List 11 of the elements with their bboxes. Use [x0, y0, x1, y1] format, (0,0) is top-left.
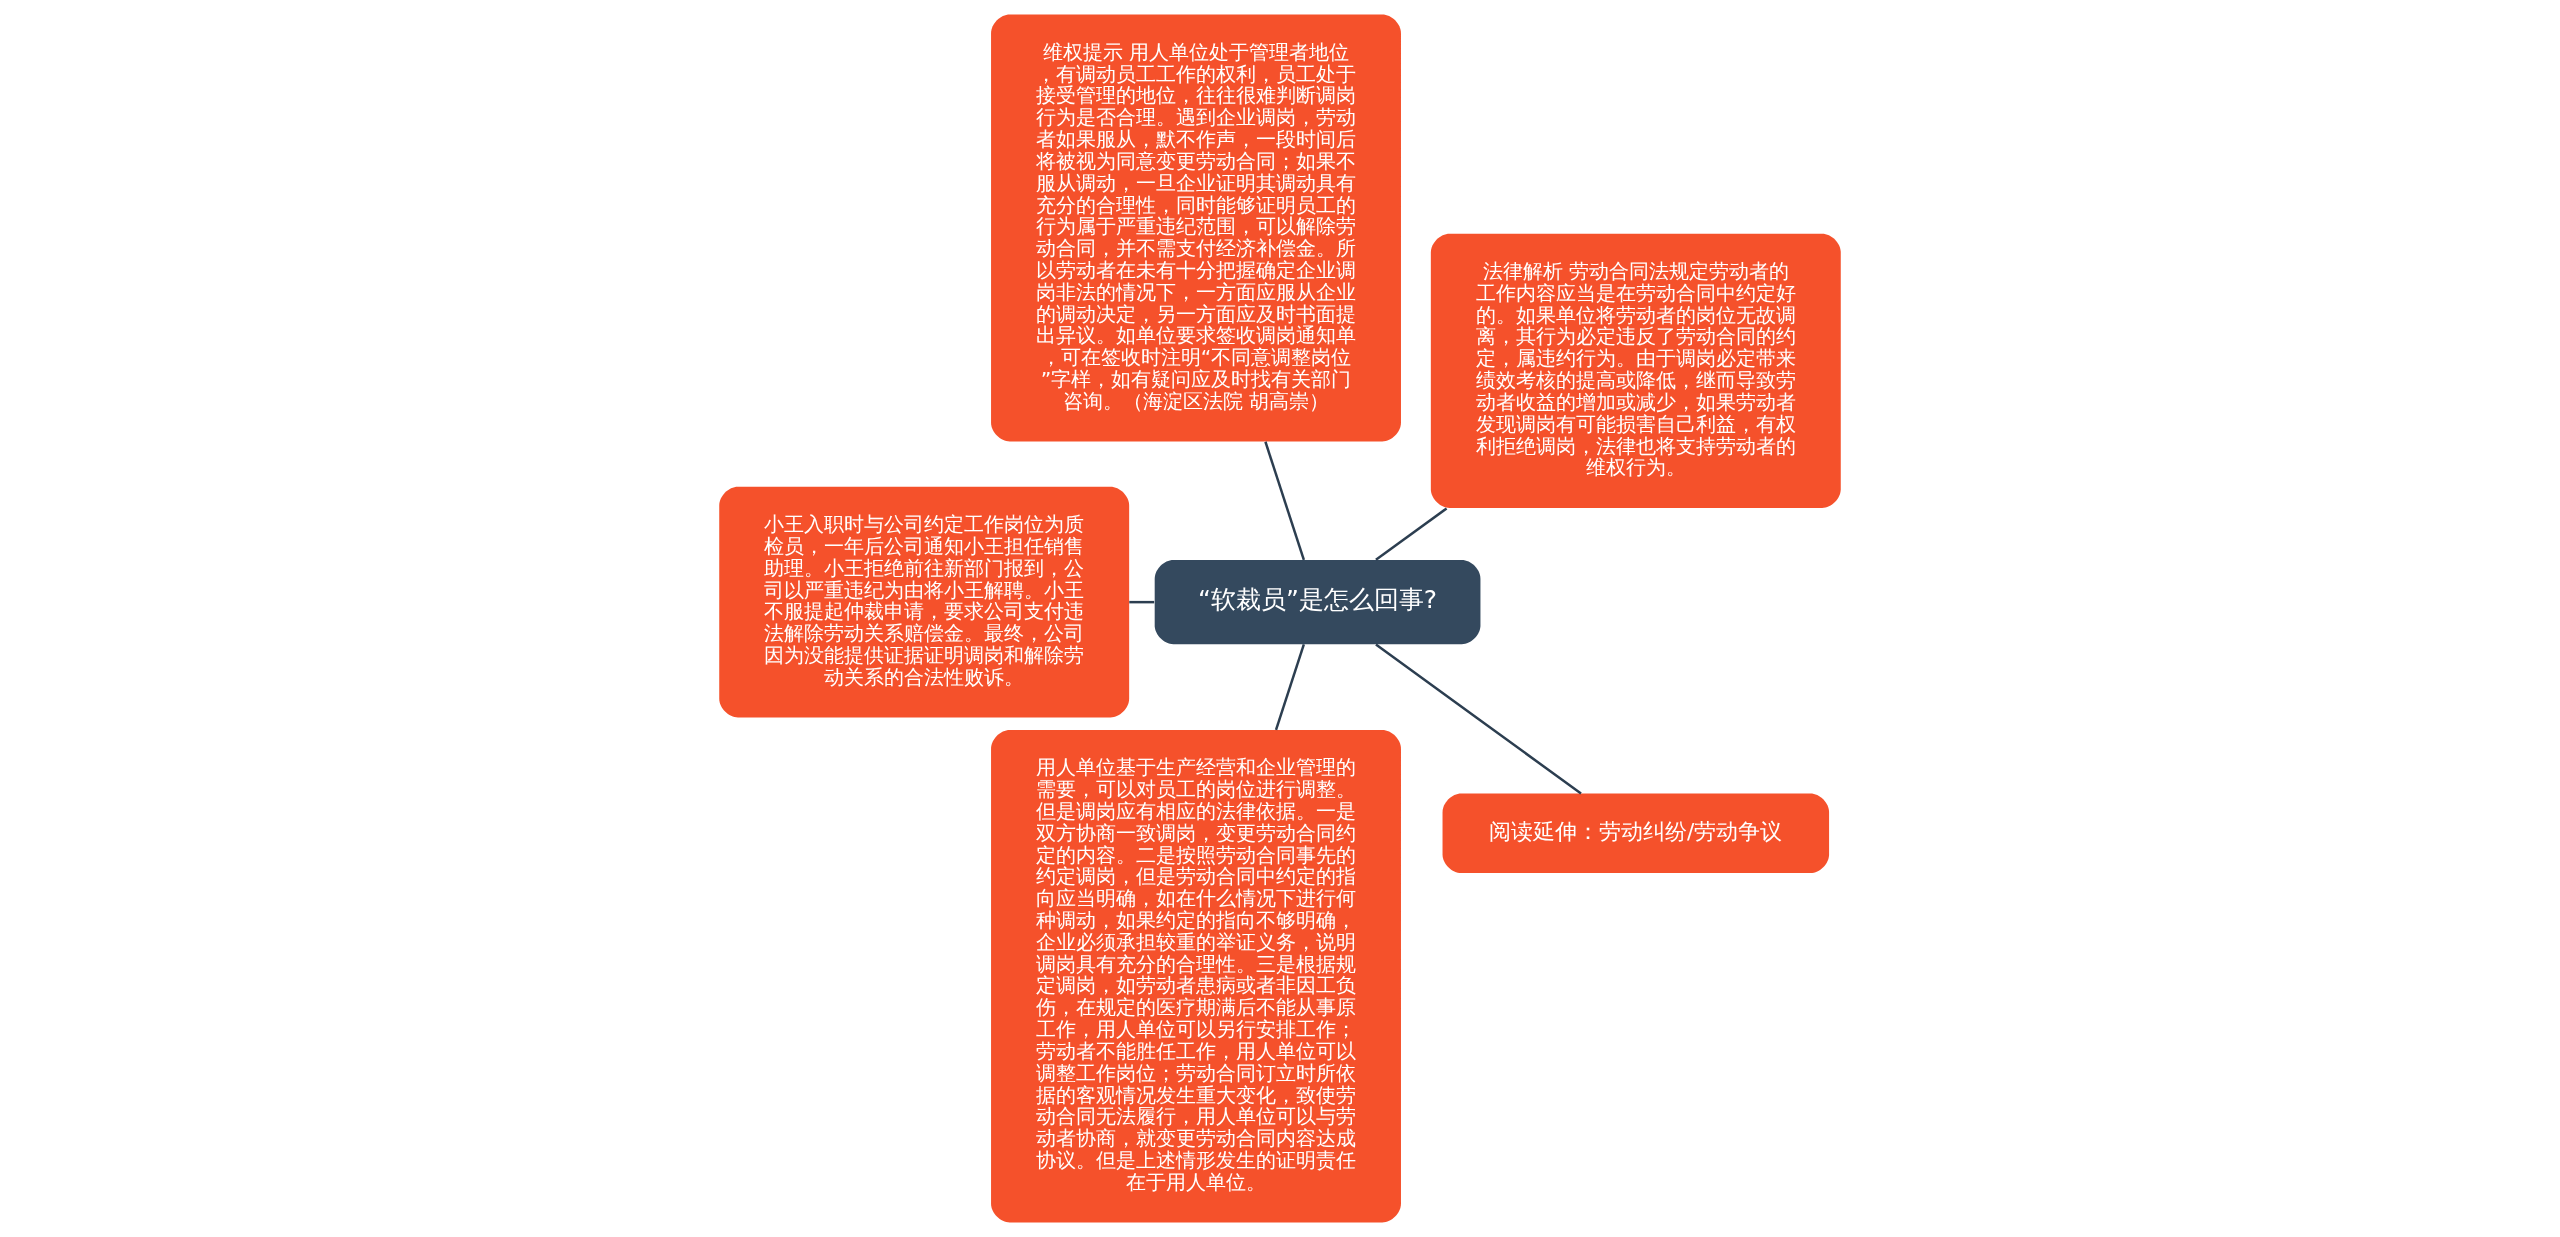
connector — [1375, 507, 1448, 561]
node-box: 小王入职时与公司约定工作岗位为质检员，一年后公司通知小王担任销售助理。小王拒绝前往新部门报到，公司以严重违纪为由将小王解聘。小王不服提起仲裁申请，要求公司支付违法解除劳动关系赔偿金。最终，公司因为没能提供证据证明调岗和解除劳动关系的合法性败诉。 — [719, 486, 1130, 718]
connector — [1129, 600, 1155, 604]
node-box: 维权提示 用人单位处于管理者地位，有调动员工工作的权利，员工处于接受管理的地位，往往很难判断调岗行为是否合理。遇到企业调岗，劳动者如果服从，默不作声，一段时间后将被视为同意变更劳动合同；如果不服从调动，一旦企业证明其调动具有充分的合理性，同时能够证明员工的行为属于严重违纪范围，可以解除劳动合同，并不需支付经济补偿金。所以劳动者在未有十分把握确定企业调岗非法的情况下，一方面应服从企业的调动决定，另一方面应及时书面提出异议。如单位要求签收调岗通知单，可在签收时注明“不同意调整岗位”字样，如有疑问应及时找有关部门咨询。（海淀区法院 胡高崇） — [991, 14, 1401, 442]
node-box: “软裁员”是怎么回事? — [1154, 560, 1481, 645]
connector — [1274, 643, 1306, 731]
node-box: 用人单位基于生产经营和企业管理的需要，可以对员工的岗位进行调整。但是调岗应有相应的法律依据。一是双方协商一致调岗，变更劳动合同约定的内容。二是按照劳动合同事先的约定调岗，但是劳动合同中约定的指向应当明确，如在什么情况下进行何种调动，如果约定的指向不够明确，企业必须承担较重的举证义务，说明调岗具有充分的合理性。三是根据规定调岗，如劳动者患病或者非因工负伤，在规定的医疗期满后不能从事原工作，用人单位可以另行安排工作；劳动者不能胜任工作，用人单位可以调整工作岗位；劳动合同订立时所依据的客观情况发生重大变化，致使劳动合同无法履行，用人单位可以与劳动者协商，就变更劳动合同内容达成协议。但是上述情形发生的证明责任在于用人单位。 — [991, 730, 1401, 1223]
node-box: 阅读延伸：劳动纠纷/劳动争议 — [1442, 793, 1830, 874]
connector — [1375, 643, 1582, 795]
connector — [1264, 441, 1306, 561]
node-box: 法律解析 劳动合同法规定劳动者的工作内容应当是在劳动合同中约定好的。如果单位将劳动者的岗位无故调离，其行为必定违反了劳动合同的约定，属违约行为。由于调岗必定带来绩效考核的提高或降低，继而导致劳动者收益的增加或减少，如果劳动者发现调岗有可能损害自己利益，有权利拒绝调岗，法律也将支持劳动者的维权行为。 — [1430, 233, 1841, 509]
